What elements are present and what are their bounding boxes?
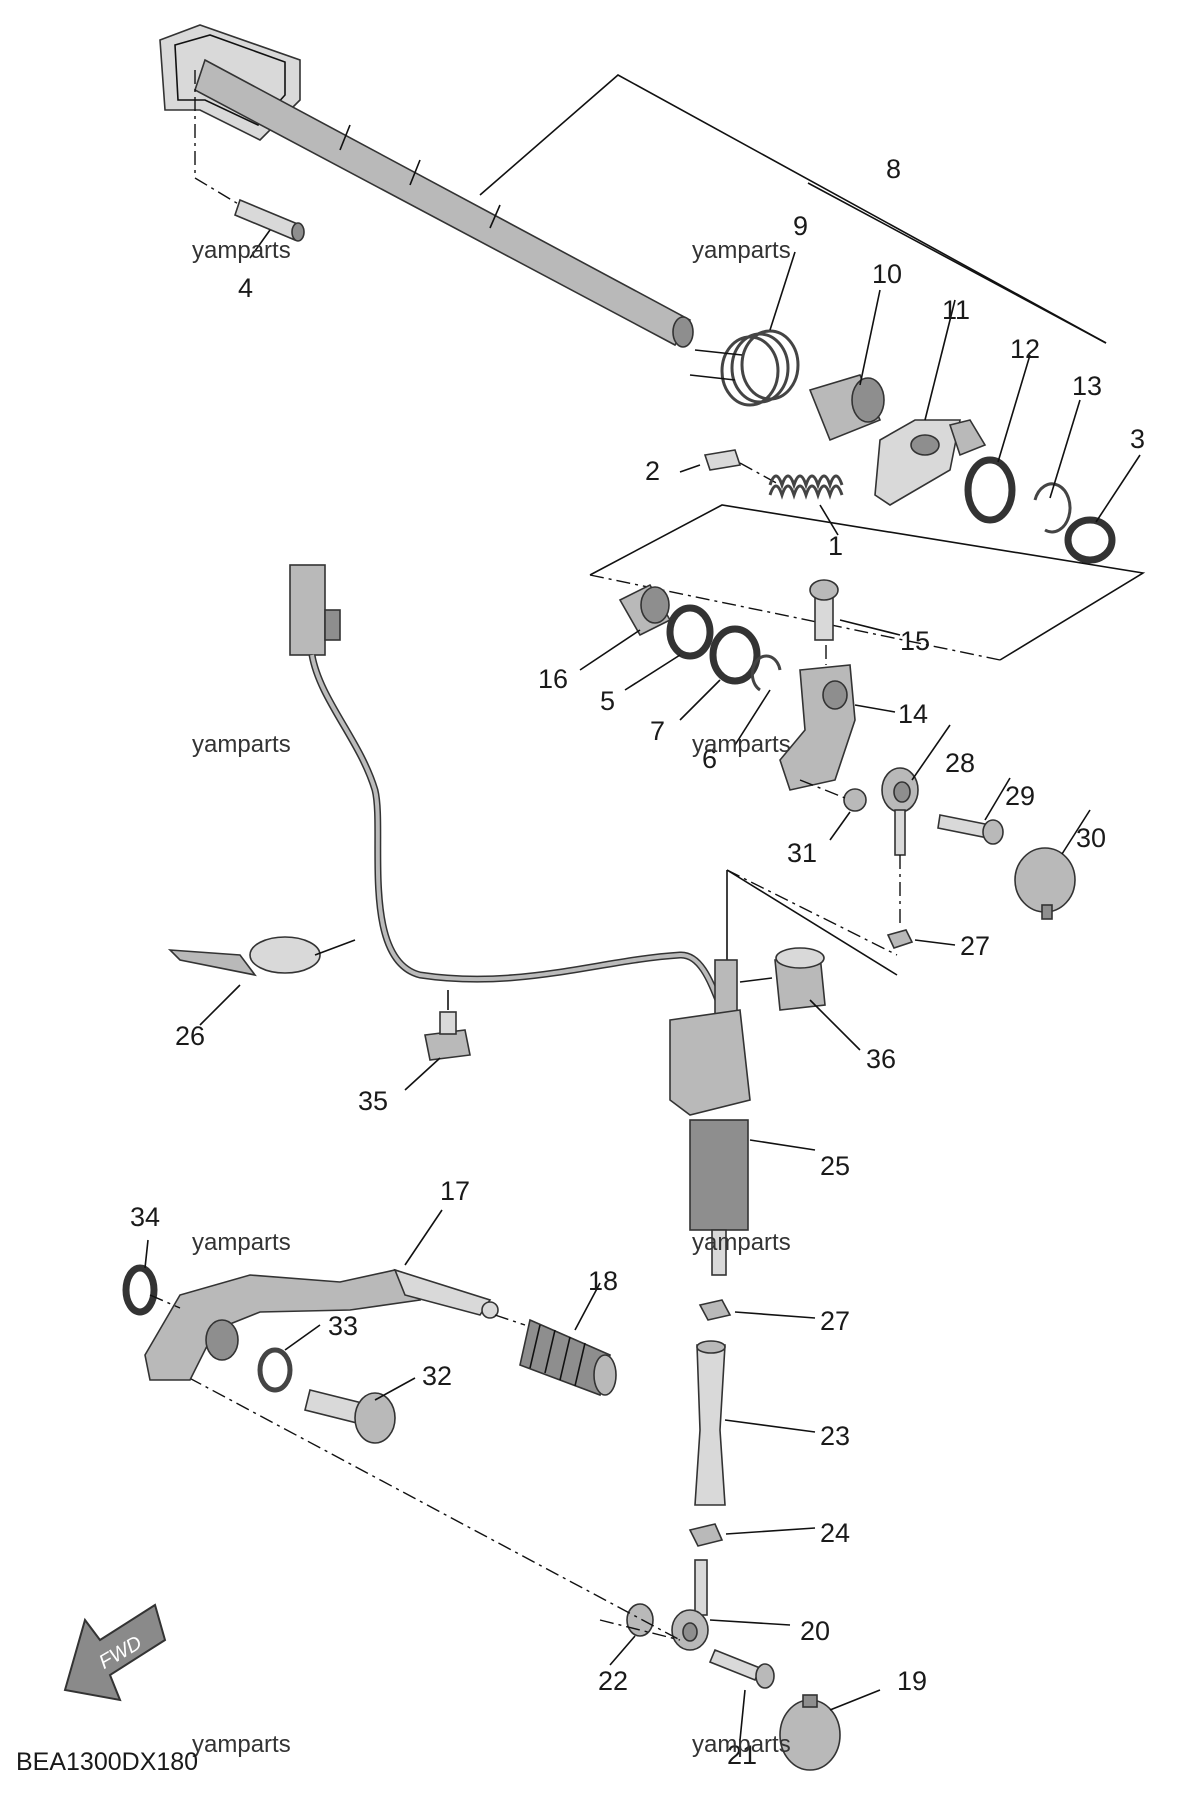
rod-23[interactable] bbox=[694, 1340, 726, 1506]
nut-24[interactable] bbox=[688, 1523, 724, 1547]
callout-16: 16 bbox=[538, 664, 568, 694]
collar-10[interactable] bbox=[808, 374, 885, 442]
callout-29: 29 bbox=[1005, 781, 1035, 811]
callout-32: 32 bbox=[422, 1361, 452, 1391]
callout-10: 10 bbox=[872, 259, 902, 289]
callout-2: 2 bbox=[645, 456, 660, 486]
o-ring-33[interactable] bbox=[257, 1347, 293, 1393]
washer-3[interactable] bbox=[1064, 516, 1116, 564]
callout-5: 5 bbox=[600, 686, 615, 716]
seal-5[interactable] bbox=[666, 604, 714, 660]
callout-9: 9 bbox=[793, 211, 808, 241]
lever-14[interactable] bbox=[779, 664, 856, 791]
callout-7: 7 bbox=[650, 716, 665, 746]
callout-19: 19 bbox=[897, 1666, 927, 1696]
plate-11[interactable] bbox=[874, 419, 987, 506]
callout-27-lower: 27 bbox=[820, 1306, 850, 1336]
callout-17: 17 bbox=[440, 1176, 470, 1206]
callout-6: 6 bbox=[702, 744, 717, 774]
rubber-18[interactable] bbox=[519, 1318, 617, 1397]
diagram-code: BEA1300DX180 bbox=[16, 1748, 198, 1776]
circlip-6[interactable] bbox=[750, 654, 782, 692]
circlip-13[interactable] bbox=[1033, 482, 1072, 534]
callout-13: 13 bbox=[1072, 371, 1102, 401]
callout-27-upper: 27 bbox=[960, 931, 990, 961]
grommet-35[interactable] bbox=[424, 1011, 471, 1061]
callout-11: 11 bbox=[942, 295, 970, 325]
nut-27-upper[interactable] bbox=[886, 929, 914, 949]
callout-18: 18 bbox=[588, 1266, 618, 1296]
nut-27-lower[interactable] bbox=[698, 1299, 732, 1321]
spring-1[interactable] bbox=[768, 474, 844, 500]
cap-36[interactable] bbox=[774, 947, 826, 1011]
callout-24: 24 bbox=[820, 1518, 850, 1548]
callout-25: 25 bbox=[820, 1151, 850, 1181]
clamp-26[interactable] bbox=[167, 936, 321, 977]
callout-22: 22 bbox=[598, 1666, 628, 1696]
rod-end-20[interactable] bbox=[671, 1559, 709, 1651]
callout-36: 36 bbox=[866, 1044, 896, 1074]
bolt-21[interactable] bbox=[708, 1648, 775, 1689]
shift-shaft[interactable] bbox=[159, 24, 694, 348]
washer-7[interactable] bbox=[709, 625, 761, 685]
collar-22[interactable] bbox=[626, 1603, 654, 1637]
washer-34[interactable] bbox=[122, 1264, 158, 1316]
callout-15: 15 bbox=[900, 626, 930, 656]
callout-8: 8 bbox=[886, 154, 901, 184]
shift-sensor-25[interactable] bbox=[669, 959, 751, 1276]
callout-20: 20 bbox=[800, 1616, 830, 1646]
watermark: yamparts bbox=[692, 237, 791, 264]
watermark: yamparts bbox=[192, 731, 291, 758]
watermark: yamparts bbox=[692, 1229, 791, 1256]
callout-21: 21 bbox=[727, 1740, 757, 1770]
callout-35: 35 bbox=[358, 1086, 388, 1116]
knob-19[interactable] bbox=[779, 1694, 841, 1771]
callout-28: 28 bbox=[945, 748, 975, 778]
bolt-29[interactable] bbox=[937, 814, 1004, 845]
callout-26: 26 bbox=[175, 1021, 205, 1051]
washer-12[interactable] bbox=[964, 456, 1016, 524]
pin-4[interactable] bbox=[234, 198, 305, 242]
rod-end-28[interactable] bbox=[881, 767, 919, 856]
callout-14: 14 bbox=[898, 699, 928, 729]
nut-31[interactable] bbox=[843, 788, 867, 812]
watermark: yamparts bbox=[192, 1229, 291, 1256]
spring-9[interactable] bbox=[689, 329, 800, 407]
callout-30: 30 bbox=[1076, 823, 1106, 853]
sensor-harness[interactable] bbox=[289, 564, 724, 1007]
fwd-arrow-icon: FWD bbox=[63, 1603, 167, 1702]
callout-31: 31 bbox=[787, 838, 817, 868]
shift-pedal-17[interactable] bbox=[144, 1268, 499, 1381]
callout-3: 3 bbox=[1130, 424, 1145, 454]
callout-23: 23 bbox=[820, 1421, 850, 1451]
watermark: yamparts bbox=[692, 1731, 791, 1758]
pivot-bolt-32[interactable] bbox=[304, 1389, 396, 1444]
bolt-15[interactable] bbox=[809, 579, 839, 641]
watermark: yamparts bbox=[192, 1731, 291, 1758]
callout-34: 34 bbox=[130, 1202, 160, 1232]
watermark: yamparts bbox=[192, 237, 291, 264]
callout-33: 33 bbox=[328, 1311, 358, 1341]
pin-2[interactable] bbox=[703, 449, 742, 471]
bushing-16[interactable] bbox=[618, 583, 672, 637]
callout-12: 12 bbox=[1010, 334, 1040, 364]
watermark: yamparts bbox=[692, 731, 791, 758]
callout-4: 4 bbox=[238, 273, 253, 303]
callout-1: 1 bbox=[828, 531, 843, 561]
knob-30[interactable] bbox=[1014, 847, 1076, 920]
